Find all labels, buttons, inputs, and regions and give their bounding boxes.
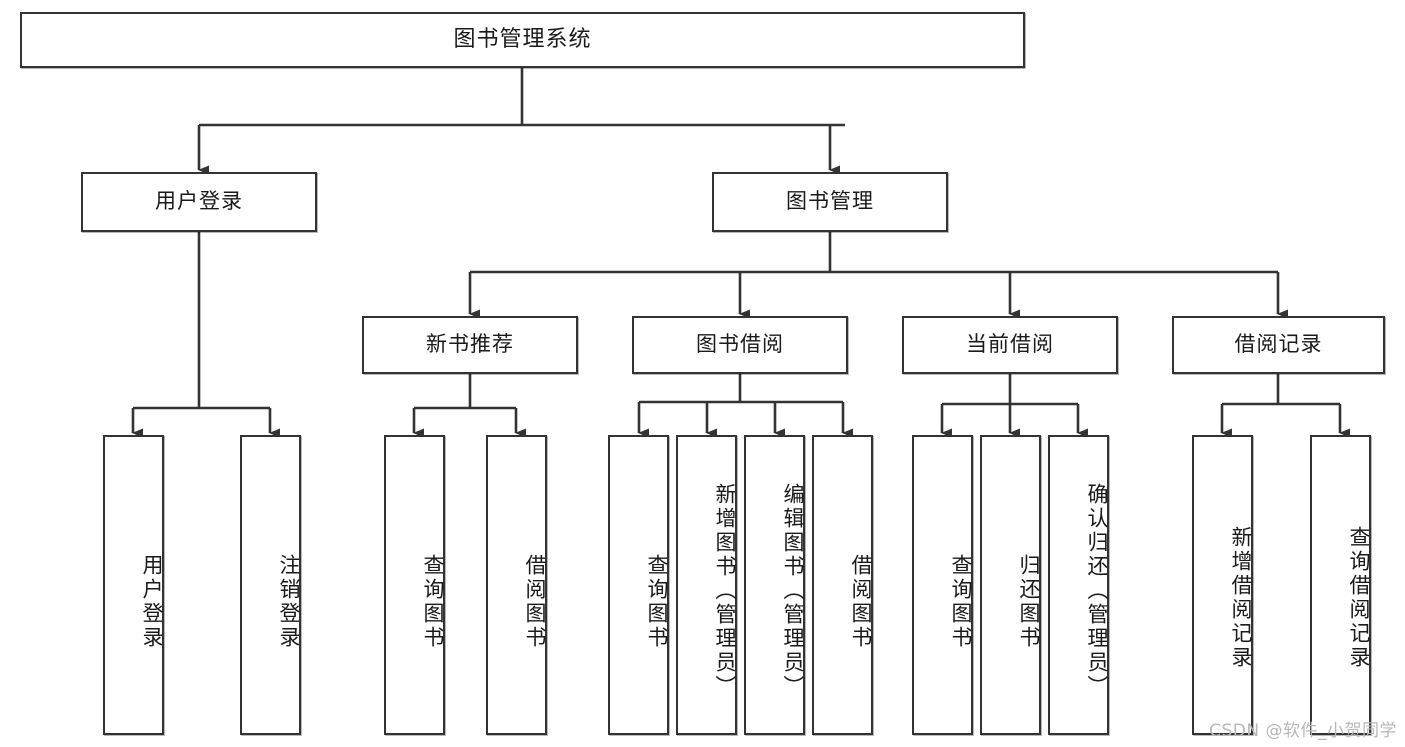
- node-label: 归还图书: [1017, 554, 1041, 650]
- csdn-watermark: CSDN @软件_小贺同学: [1209, 721, 1397, 741]
- leaf-confirm-return-admin[interactable]: 确认归还（管理员）: [1048, 435, 1109, 735]
- node-label: 图书管理: [786, 189, 874, 214]
- leaf-return-books[interactable]: 归还图书: [980, 435, 1041, 735]
- node-label: 查询借阅记录: [1347, 526, 1371, 670]
- node-label: 查询图书: [949, 554, 973, 650]
- node-label: 注销登录: [277, 554, 301, 650]
- node-label: 新增图书（管理员）: [713, 483, 737, 699]
- leaf-user-login[interactable]: 用户登录: [103, 435, 164, 735]
- leaf-edit-book-admin[interactable]: 编辑图书（管理员）: [744, 435, 805, 735]
- node-borrow-records[interactable]: 借阅记录: [1172, 316, 1385, 374]
- node-label: 新增借阅记录: [1229, 526, 1253, 670]
- node-label: 查询图书: [421, 554, 445, 650]
- node-current-borrow[interactable]: 当前借阅: [902, 316, 1118, 374]
- leaf-query-books-new[interactable]: 查询图书: [384, 435, 445, 735]
- leaf-add-book-admin[interactable]: 新增图书（管理员）: [676, 435, 737, 735]
- leaf-query-books-current[interactable]: 查询图书: [912, 435, 973, 735]
- node-label: 新书推荐: [426, 332, 514, 357]
- node-label: 借阅图书: [849, 554, 873, 650]
- node-book-borrow[interactable]: 图书借阅: [632, 316, 848, 374]
- leaf-borrow-books[interactable]: 借阅图书: [812, 435, 873, 735]
- node-root-system[interactable]: 图书管理系统: [20, 12, 1025, 68]
- node-new-book-recommend[interactable]: 新书推荐: [362, 316, 578, 374]
- leaf-borrow-books-new[interactable]: 借阅图书: [486, 435, 547, 735]
- leaf-add-borrow-record[interactable]: 新增借阅记录: [1192, 435, 1253, 735]
- node-label: 图书管理系统: [453, 26, 592, 52]
- leaf-logout[interactable]: 注销登录: [240, 435, 301, 735]
- node-label: 用户登录: [155, 189, 243, 214]
- node-label: 借阅图书: [523, 554, 547, 650]
- node-label: 借阅记录: [1234, 332, 1323, 357]
- node-label: 编辑图书（管理员）: [781, 483, 805, 699]
- node-label: 查询图书: [645, 554, 669, 650]
- node-label: 当前借阅: [966, 332, 1054, 357]
- leaf-query-borrow-record[interactable]: 查询借阅记录: [1310, 435, 1371, 735]
- leaf-query-books-borrow[interactable]: 查询图书: [608, 435, 669, 735]
- node-user-login[interactable]: 用户登录: [81, 172, 317, 232]
- node-label: 图书借阅: [696, 332, 784, 357]
- node-book-management[interactable]: 图书管理: [712, 172, 948, 232]
- node-label: 用户登录: [140, 554, 164, 650]
- node-label: 确认归还（管理员）: [1085, 483, 1109, 699]
